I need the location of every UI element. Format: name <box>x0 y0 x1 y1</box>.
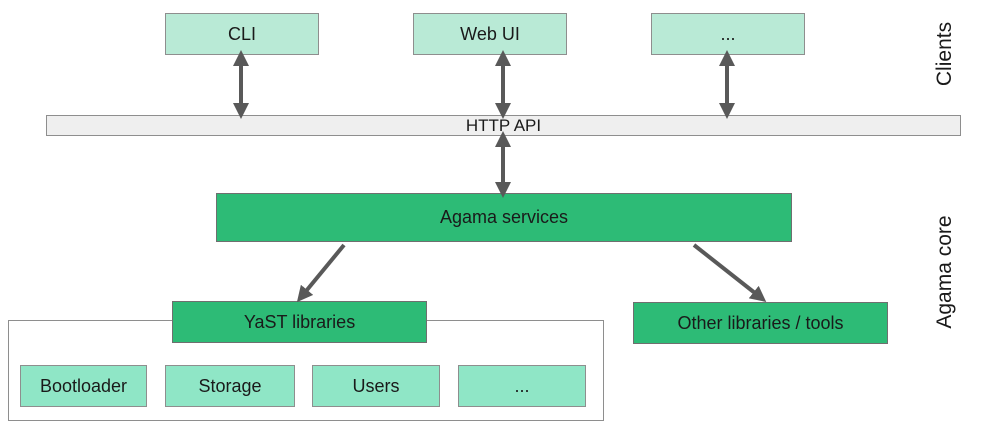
agama-services-label: Agama services <box>439 207 569 227</box>
yast-libraries-box: YaST libraries <box>172 301 427 343</box>
module-users-box: Users <box>312 365 440 407</box>
module-more-label: ... <box>514 375 530 396</box>
arrow-services-other <box>692 243 767 302</box>
module-storage-box: Storage <box>165 365 295 407</box>
http-api-label: HTTP API <box>465 115 542 135</box>
client-more-label: ... <box>720 23 736 44</box>
client-cli-label: CLI <box>227 23 256 44</box>
client-web-ui-label: Web UI <box>460 23 520 44</box>
module-more-box: ... <box>458 365 586 407</box>
clients-layer-label: Clients <box>933 21 956 87</box>
other-libraries-box: Other libraries / tools <box>633 302 888 344</box>
module-bootloader-label: Bootloader <box>39 375 128 396</box>
module-storage-label: Storage <box>198 375 262 396</box>
agama-core-layer-label: Agama core <box>933 215 956 329</box>
arrow-services-yast <box>296 243 346 303</box>
yast-libraries-label: YaST libraries <box>243 311 356 332</box>
client-cli-box: CLI <box>165 13 319 55</box>
module-bootloader-box: Bootloader <box>20 365 147 407</box>
other-libraries-label: Other libraries / tools <box>677 312 844 333</box>
module-users-label: Users <box>352 375 400 396</box>
client-web-ui-box: Web UI <box>413 13 567 55</box>
